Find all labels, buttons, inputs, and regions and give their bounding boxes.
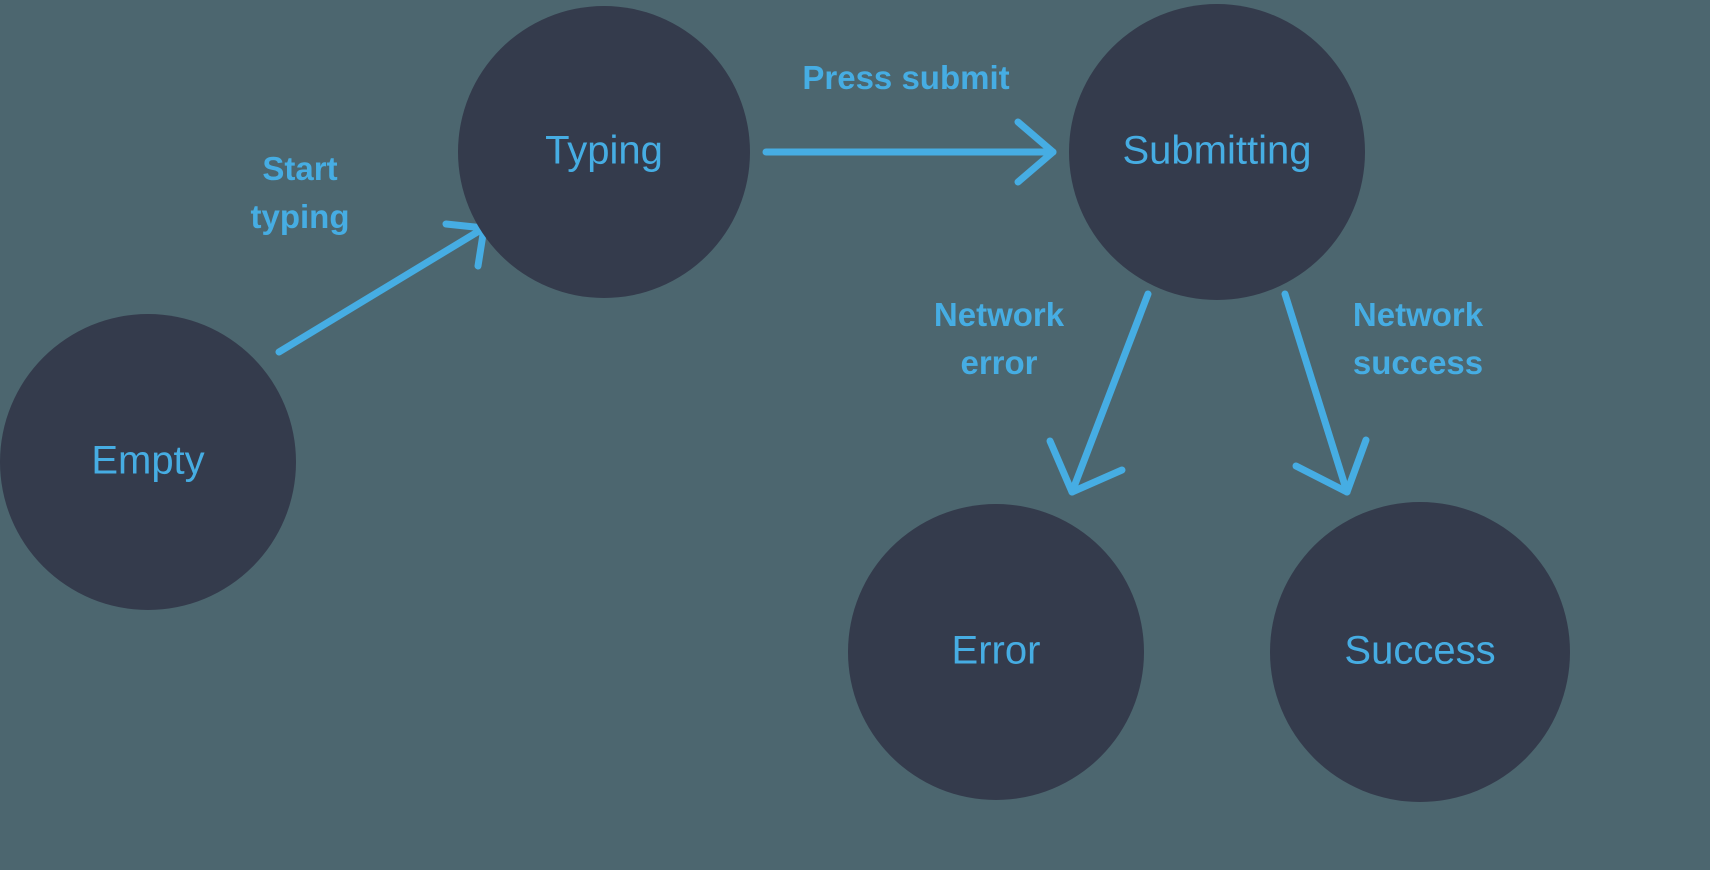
edge-typing-to-submitting[interactable] bbox=[762, 118, 1057, 186]
state-node-label-typing: Typing bbox=[545, 129, 663, 173]
edge-label-submitting-to-error: Network error bbox=[934, 296, 1065, 381]
edge-submitting-to-error[interactable] bbox=[1046, 290, 1152, 496]
state-node-label-success: Success bbox=[1344, 629, 1495, 673]
edge-line-submitting-to-error bbox=[1068, 290, 1152, 496]
state-node-circle-empty[interactable] bbox=[0, 314, 296, 610]
state-node-error[interactable]: Error bbox=[848, 504, 1144, 800]
edge-line-submitting-to-success bbox=[1281, 290, 1351, 496]
edge-label-line: Start bbox=[262, 150, 337, 187]
edge-empty-to-typing[interactable] bbox=[275, 220, 488, 356]
state-node-circle-submitting[interactable] bbox=[1069, 4, 1365, 300]
arrowhead-icon-typing-to-submitting bbox=[1014, 118, 1057, 186]
edge-label-empty-to-typing: Start typing bbox=[251, 150, 350, 235]
state-node-success[interactable]: Success bbox=[1270, 502, 1570, 802]
state-node-label-error: Error bbox=[952, 629, 1041, 673]
edge-label-typing-to-submitting: Press submit bbox=[802, 59, 1009, 96]
state-node-typing[interactable]: Typing bbox=[458, 6, 750, 298]
state-node-circle-error[interactable] bbox=[848, 504, 1144, 800]
state-node-submitting[interactable]: Submitting bbox=[1069, 4, 1365, 300]
state-node-label-empty: Empty bbox=[91, 439, 204, 483]
edge-submitting-to-success[interactable] bbox=[1281, 290, 1370, 496]
state-node-empty[interactable]: Empty bbox=[0, 314, 296, 610]
edge-label-line: Network bbox=[1353, 296, 1484, 333]
edges-layer bbox=[275, 118, 1370, 496]
state-node-label-submitting: Submitting bbox=[1123, 129, 1312, 173]
edge-label-line: success bbox=[1353, 344, 1483, 381]
arrowhead-icon-submitting-to-error bbox=[1046, 437, 1126, 496]
state-node-circle-typing[interactable] bbox=[458, 6, 750, 298]
edge-label-submitting-to-success: Network success bbox=[1353, 296, 1484, 381]
edge-label-line: Press submit bbox=[802, 59, 1009, 96]
edge-label-line: typing bbox=[251, 198, 350, 235]
state-node-circle-success[interactable] bbox=[1270, 502, 1570, 802]
edge-label-line: error bbox=[960, 344, 1037, 381]
edge-line-empty-to-typing bbox=[275, 224, 488, 356]
edge-label-line: Network bbox=[934, 296, 1065, 333]
arrowhead-icon-submitting-to-success bbox=[1292, 436, 1370, 496]
